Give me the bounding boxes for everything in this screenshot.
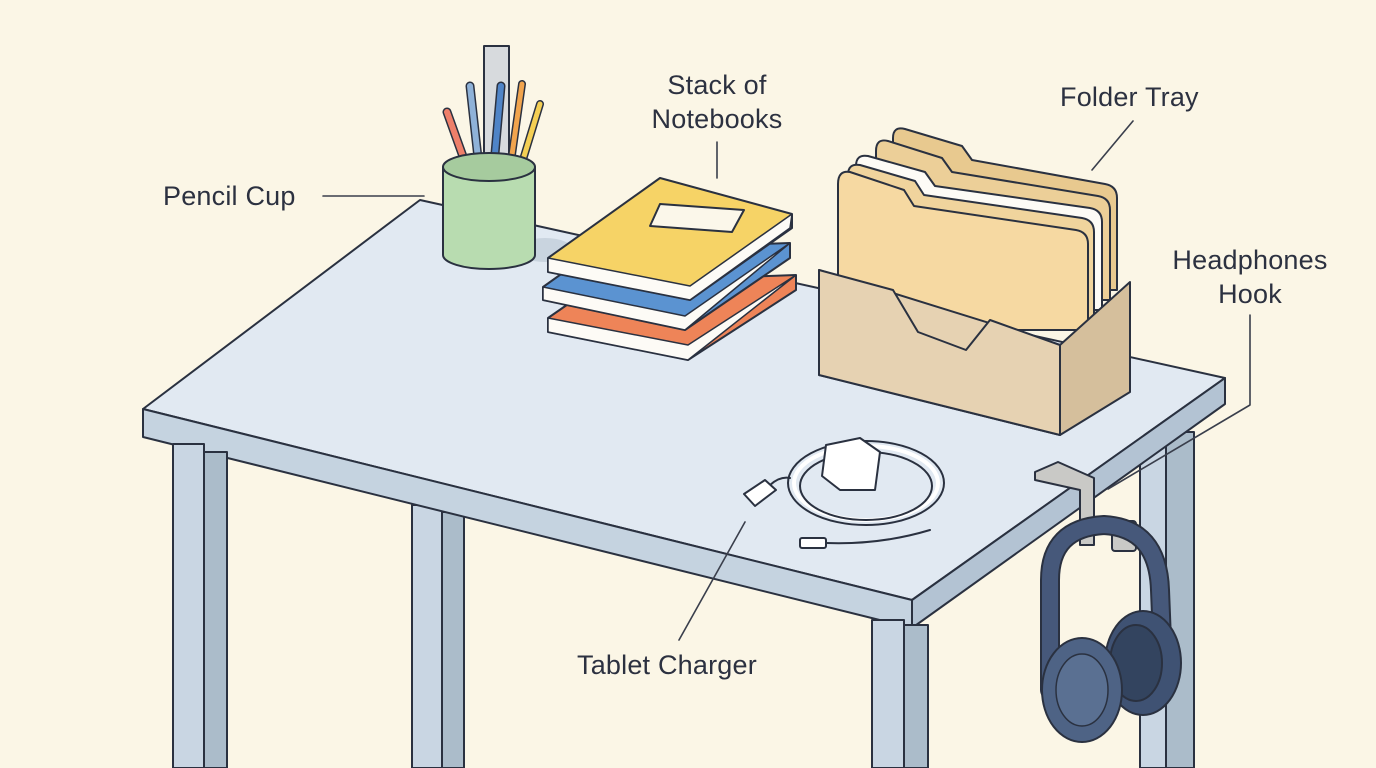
label-notebooks-line-1: Stack of (667, 70, 767, 100)
folder-tray-icon (818, 127, 1131, 436)
desk-leg-back-left (411, 504, 465, 768)
desk-leg-front-right (871, 619, 929, 768)
label-tablet-charger: Tablet Charger (577, 648, 757, 682)
desk-leg-front-left (172, 443, 228, 768)
label-folder-tray: Folder Tray (1060, 80, 1199, 114)
label-pencil-cup-text: Pencil Cup (163, 181, 296, 211)
leader-line-folder-tray (1091, 120, 1134, 171)
label-pencil-cup: Pencil Cup (163, 179, 296, 213)
notebook-stack-icon (542, 177, 797, 361)
desk-top (142, 199, 1226, 629)
pencil-cup-icon (442, 45, 573, 270)
leader-lines (322, 120, 1251, 641)
tablet-charger-icon (743, 437, 945, 549)
label-notebooks: Stack of Notebooks (642, 68, 792, 136)
label-folder-tray-text: Folder Tray (1060, 82, 1199, 112)
leader-line-headphones-hook (1107, 314, 1251, 490)
label-headphones-hook: Headphones Hook (1160, 243, 1340, 311)
label-notebooks-line-2: Notebooks (651, 104, 783, 134)
headphones-icon (1040, 515, 1182, 743)
label-headphones-hook-line-2: Hook (1218, 279, 1282, 309)
label-tablet-charger-text: Tablet Charger (577, 650, 757, 680)
label-headphones-hook-line-1: Headphones (1172, 245, 1328, 275)
leader-line-tablet-charger (678, 521, 746, 641)
